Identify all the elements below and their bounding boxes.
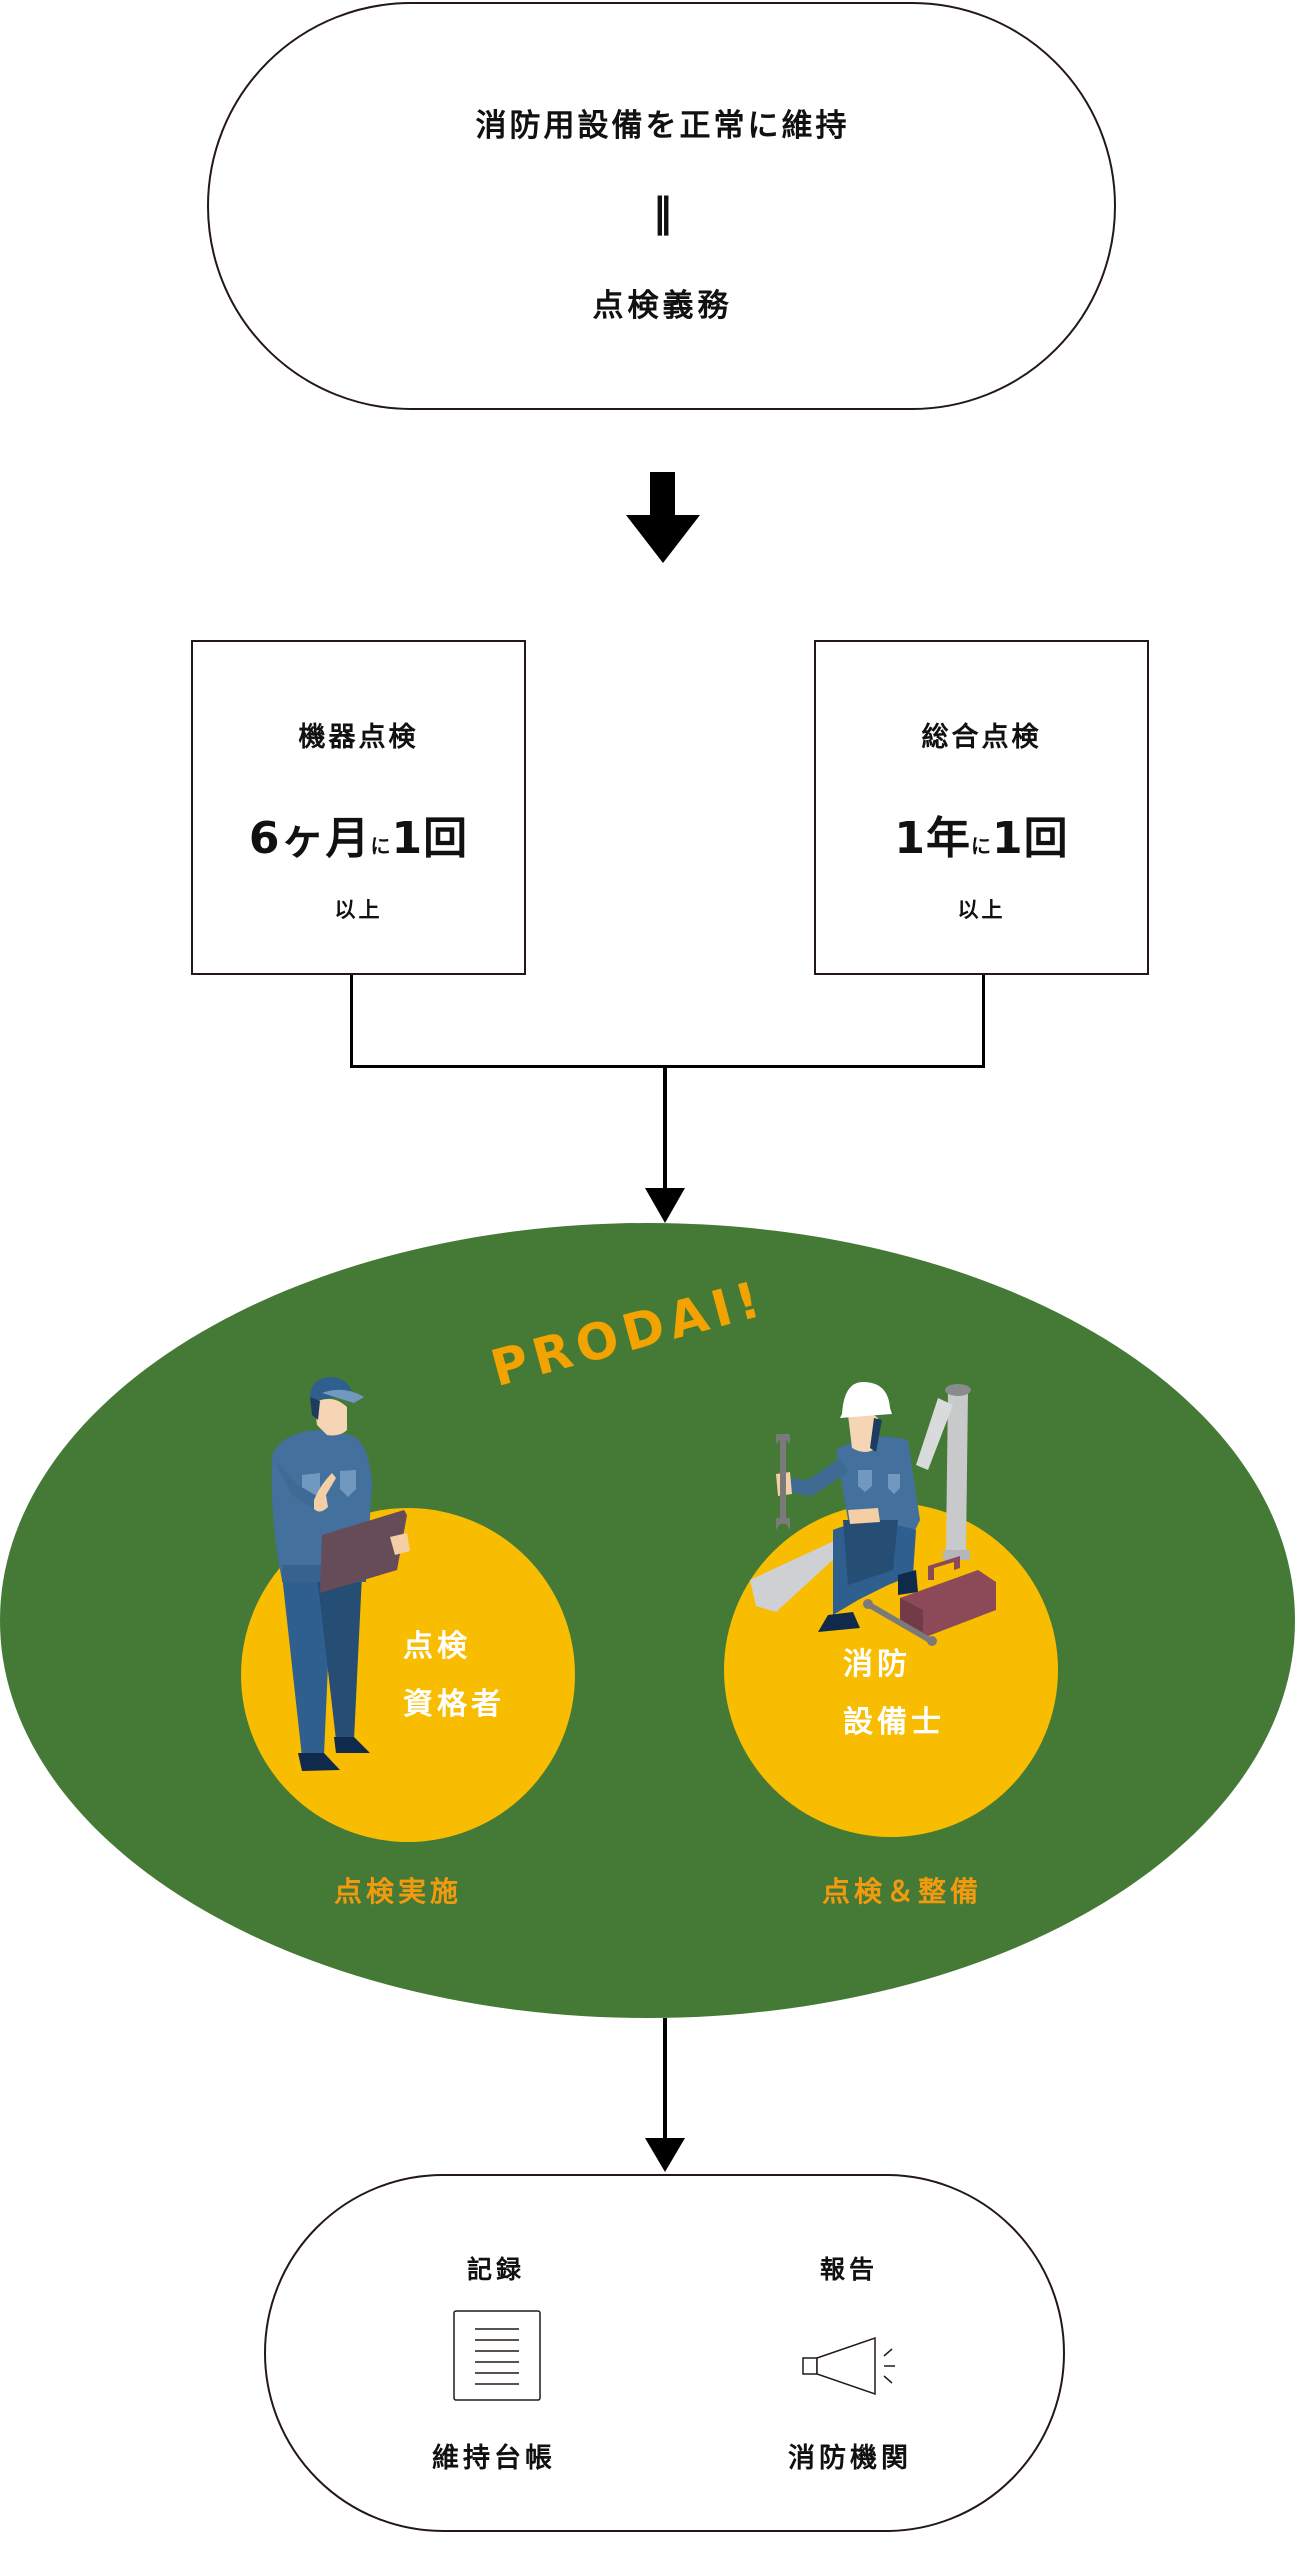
circle-label-line: 資格者	[403, 1687, 505, 1722]
box-frequency: 6ヶ月に1回	[193, 802, 524, 866]
frequency-count: 1回	[992, 813, 1069, 864]
report-heading: 報告	[819, 2255, 878, 2284]
record-report-pill	[264, 2174, 1065, 2532]
arrow-down-icon	[645, 1188, 685, 1223]
inspection-duty-label: 点検義務	[592, 288, 733, 324]
equipment-inspection-box: 機器点検 6ヶ月に1回 以上	[191, 640, 526, 975]
connector-left	[350, 975, 353, 1068]
fire-agency-label: 消防機関	[788, 2443, 912, 2474]
box-note: 以上	[334, 898, 383, 922]
box-title: 機器点検	[298, 722, 419, 753]
inspection-caption: 点検実施	[334, 1875, 463, 1908]
arrow-down-icon	[650, 472, 675, 517]
connector-down	[663, 1065, 667, 1191]
arrow-down-icon	[645, 2138, 685, 2172]
comprehensive-inspection-box: 総合点検 1年に1回 以上	[814, 640, 1149, 975]
inspector-illustration	[271, 1377, 410, 1771]
frequency-particle: に	[370, 834, 392, 858]
maintenance-title: 消防用設備を正常に維持	[475, 108, 850, 144]
maintenance-duty-pill	[207, 2, 1116, 410]
connector-down	[663, 2018, 667, 2143]
fire-equipment-technician-label: 消防 設備士	[843, 1636, 945, 1752]
circle-label-line: 点検	[403, 1629, 471, 1664]
document-icon	[453, 2310, 541, 2401]
maintenance-ledger-label: 維持台帳	[432, 2443, 556, 2474]
frequency-particle: に	[971, 834, 992, 858]
inspection-maintenance-caption: 点検＆整備	[822, 1875, 983, 1908]
service-provider-pill	[0, 1223, 1295, 2018]
box-title: 総合点検	[921, 722, 1042, 753]
box-frequency: 1年に1回	[816, 802, 1147, 866]
technician-illustration	[750, 1382, 996, 1646]
frequency-period: 1年	[894, 813, 971, 864]
connector-right	[982, 975, 985, 1068]
arrow-down-head-icon	[626, 515, 700, 563]
frequency-count: 1回	[391, 813, 469, 864]
equals-sign: ‖	[652, 190, 673, 236]
connector-horizontal	[350, 1065, 985, 1068]
circle-label-line: 消防	[843, 1647, 911, 1682]
circle-label-line: 設備士	[843, 1705, 945, 1740]
frequency-period: 6ヶ月	[248, 813, 371, 864]
megaphone-icon	[802, 2336, 895, 2396]
box-note: 以上	[957, 898, 1006, 922]
inspector-qualification-label: 点検 資格者	[403, 1618, 505, 1734]
record-heading: 記録	[466, 2255, 525, 2284]
